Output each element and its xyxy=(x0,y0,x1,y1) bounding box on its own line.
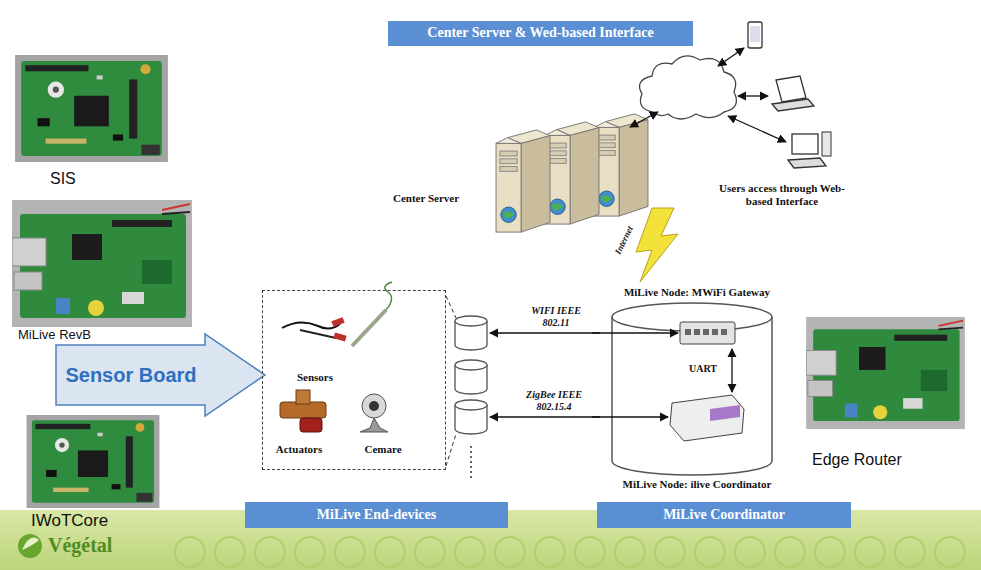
photo-caption: MiLive RevB xyxy=(18,328,91,343)
title-banner: Center Server & Wed-based Interface xyxy=(388,21,693,46)
node-text: Cemare xyxy=(364,443,401,456)
section-band: MiLive Coordinator xyxy=(597,502,851,528)
protocol-label: WIFI IEEE 802.11 xyxy=(525,305,587,328)
node-text: Actuators xyxy=(276,443,322,456)
node-text: MiLive Coordinator xyxy=(663,507,785,523)
logo-text: Végétal xyxy=(48,534,112,557)
node-text: Sensors xyxy=(297,371,333,384)
node-text: MiLive Node: MWiFi Gateway xyxy=(624,286,770,299)
node-text: Sensor Board xyxy=(65,364,196,387)
protocol-label: ZigBee IEEE 802.15.4 xyxy=(520,389,588,412)
node-text: MiLive Node: ilive Coordinator xyxy=(623,478,772,491)
logo-text: IWoTCore xyxy=(31,511,108,531)
node-outline xyxy=(592,285,802,493)
sensor-board-arrow: Sensor Board xyxy=(55,333,267,417)
bus-label: UART xyxy=(689,363,717,375)
link-label: Internet xyxy=(613,224,635,256)
coordinator-node: MiLive Node: MWiFi GatewayMiLive Node: i… xyxy=(592,285,802,493)
end-device-group: SensorsActuators Cemare xyxy=(262,290,446,470)
component-label: Center Server xyxy=(393,192,459,205)
photo-caption: SIS xyxy=(50,170,76,188)
node-text: MiLive End-devices xyxy=(317,507,436,523)
section-band: MiLive End-devices xyxy=(245,502,508,528)
users-note: Users access through Web-based Interface xyxy=(712,182,852,207)
photo-caption: Edge Router xyxy=(812,451,902,469)
title-text: Center Server & Wed-based Interface xyxy=(427,25,653,41)
